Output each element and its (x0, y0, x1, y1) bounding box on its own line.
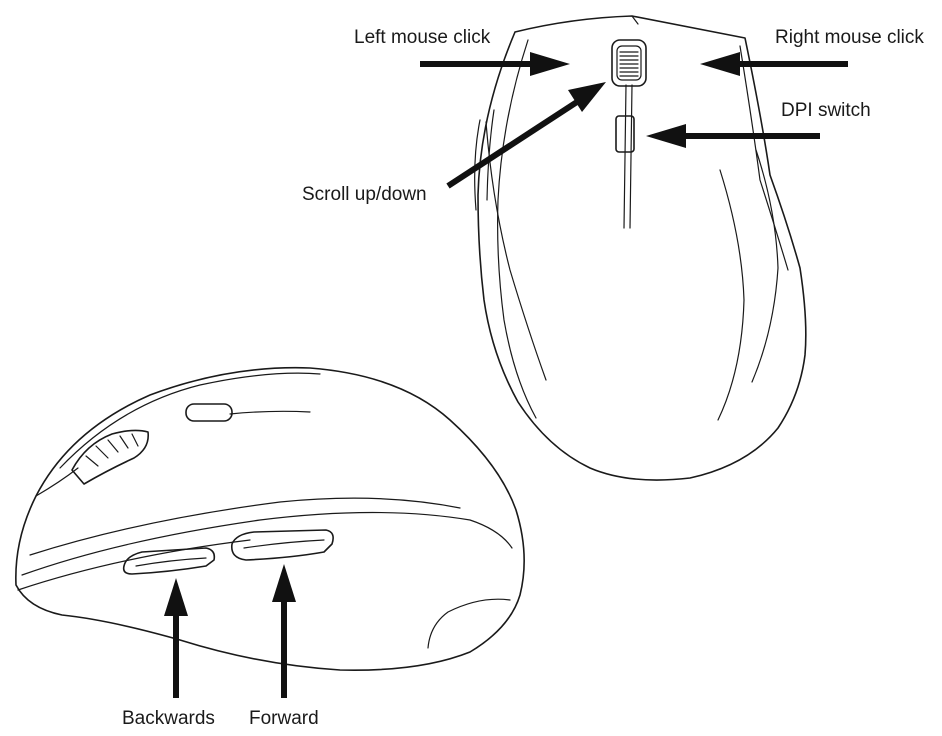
dpi-switch-arrow (646, 124, 820, 148)
scroll-wheel (611, 39, 647, 87)
left-click-label: Left mouse click (354, 27, 491, 48)
scroll-arrow (446, 82, 606, 189)
dpi-switch-button (615, 115, 635, 153)
dpi-switch-label: DPI switch (781, 100, 871, 121)
mouse-side-body-outline (15, 366, 525, 671)
mouse-top-body-outline (477, 15, 807, 481)
mouse-top-view (474, 15, 807, 481)
scroll-wheel-ridges (619, 51, 639, 77)
forward-label: Forward (249, 708, 319, 729)
side-scroll-wheel (71, 429, 150, 485)
backwards-button (122, 547, 216, 575)
side-dpi-button (185, 403, 233, 422)
mouse-side-view (15, 366, 525, 671)
scroll-label: Scroll up/down (302, 184, 427, 205)
backwards-label: Backwards (122, 708, 215, 729)
forward-button (230, 529, 334, 561)
right-click-label: Right mouse click (775, 27, 924, 48)
backwards-arrow (164, 578, 188, 698)
left-click-arrow (420, 52, 570, 76)
right-click-arrow (700, 52, 848, 76)
forward-arrow (272, 564, 296, 698)
